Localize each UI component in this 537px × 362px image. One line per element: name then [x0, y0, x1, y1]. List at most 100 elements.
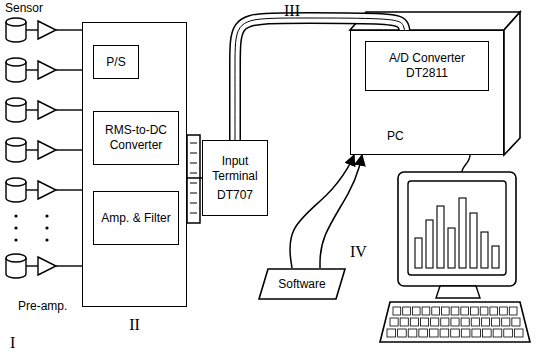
preamp-symbol: [38, 61, 56, 79]
continuation-dot: [14, 238, 17, 241]
plug-pin: [190, 213, 197, 214]
key: [441, 307, 449, 315]
chart-bar: [448, 228, 455, 268]
chart-bar: [470, 213, 477, 268]
sensor-wire: [26, 29, 38, 30]
sensor-channel: [6, 138, 82, 162]
preamp-wire: [56, 149, 82, 150]
continuation-dot: [14, 226, 17, 229]
key: [440, 329, 449, 337]
sensor-channel: [6, 58, 82, 82]
sensor-top: [6, 98, 26, 106]
key: [451, 318, 459, 326]
section-numeral: I: [10, 334, 15, 352]
box-label: DT707: [217, 188, 253, 203]
monitor-screen: [408, 181, 506, 275]
flow-arrow: [290, 155, 354, 268]
key: [451, 307, 459, 315]
key: [451, 329, 460, 337]
box-label: Amp. & Filter: [101, 211, 170, 226]
key: [492, 318, 500, 326]
preamp-wire: [56, 109, 82, 110]
preamp-symbol: [38, 21, 56, 39]
key: [480, 307, 488, 315]
part-label: Sensor: [5, 1, 43, 15]
continuation-dot: [45, 238, 48, 241]
preamp-symbol: [38, 141, 56, 159]
key: [471, 318, 479, 326]
box-label: P/S: [106, 55, 125, 70]
monitor-case: [398, 172, 516, 286]
key: [461, 318, 469, 326]
sensor-channel: [6, 254, 82, 278]
sensor-wire: [26, 69, 38, 70]
terminal-box: Input TerminalDT707: [202, 140, 268, 216]
key: [493, 329, 502, 337]
sensor-wire: [26, 149, 38, 150]
key: [387, 329, 396, 337]
key: [412, 307, 420, 315]
section-numeral: III: [284, 2, 300, 20]
key: [514, 329, 523, 337]
key: [400, 318, 408, 326]
sensor-wire: [26, 189, 38, 190]
monitor-stand: [436, 286, 480, 298]
box-label: A/D Converter: [389, 51, 465, 66]
preamp-wire: [56, 69, 82, 70]
key: [490, 307, 498, 315]
connector-plug: [187, 135, 200, 223]
sensor-top: [6, 254, 26, 262]
key: [431, 318, 439, 326]
preamp-wire: [56, 265, 82, 266]
key: [422, 307, 430, 315]
plug-pin: [190, 193, 197, 194]
key: [393, 307, 401, 315]
key: [512, 318, 520, 326]
plug-pin: [190, 153, 197, 154]
box-label: PC: [387, 129, 404, 144]
continuation-dot: [45, 214, 48, 217]
pc-side-face: [504, 12, 520, 155]
box-label: RMS-to-DC Converter: [97, 123, 175, 153]
key: [481, 318, 489, 326]
screen-bar-chart: [415, 198, 499, 268]
sensor-array: [6, 18, 82, 278]
power-supply-box: P/S: [93, 45, 139, 79]
enclosure-box: P/SRMS-to-DC ConverterAmp. & FilterII: [82, 22, 187, 307]
continuation-dot: [14, 214, 17, 217]
chart-bar: [481, 232, 488, 268]
sensor-wire: [26, 265, 38, 266]
key: [432, 307, 440, 315]
chart-bar: [437, 206, 444, 268]
key: [420, 318, 428, 326]
key: [471, 307, 479, 315]
key: [502, 318, 510, 326]
monitor-cable: [462, 155, 470, 172]
plug-pin: [190, 163, 197, 164]
key: [398, 329, 407, 337]
preamp-symbol: [38, 101, 56, 119]
key: [408, 329, 417, 337]
key: [472, 329, 481, 337]
sensor-top: [6, 178, 26, 186]
key: [500, 307, 508, 315]
adc-box: A/D ConverterDT2811: [365, 41, 489, 91]
box-label: II: [83, 315, 186, 335]
preamp-symbol: [38, 257, 56, 275]
box-label: Software: [278, 277, 325, 292]
sensor-channel: [6, 98, 82, 122]
key: [419, 329, 428, 337]
software-box: Software: [258, 268, 346, 300]
key: [410, 318, 418, 326]
plug-pin: [190, 203, 197, 204]
keyboard-keys: [387, 307, 523, 337]
key: [461, 329, 470, 337]
section-numeral: IV: [350, 243, 367, 261]
key: [403, 307, 411, 315]
box-label: Input Terminal: [206, 154, 264, 184]
chart-bar: [426, 220, 433, 268]
keyboard: [380, 302, 530, 342]
sensor-top: [6, 18, 26, 26]
key: [390, 318, 398, 326]
